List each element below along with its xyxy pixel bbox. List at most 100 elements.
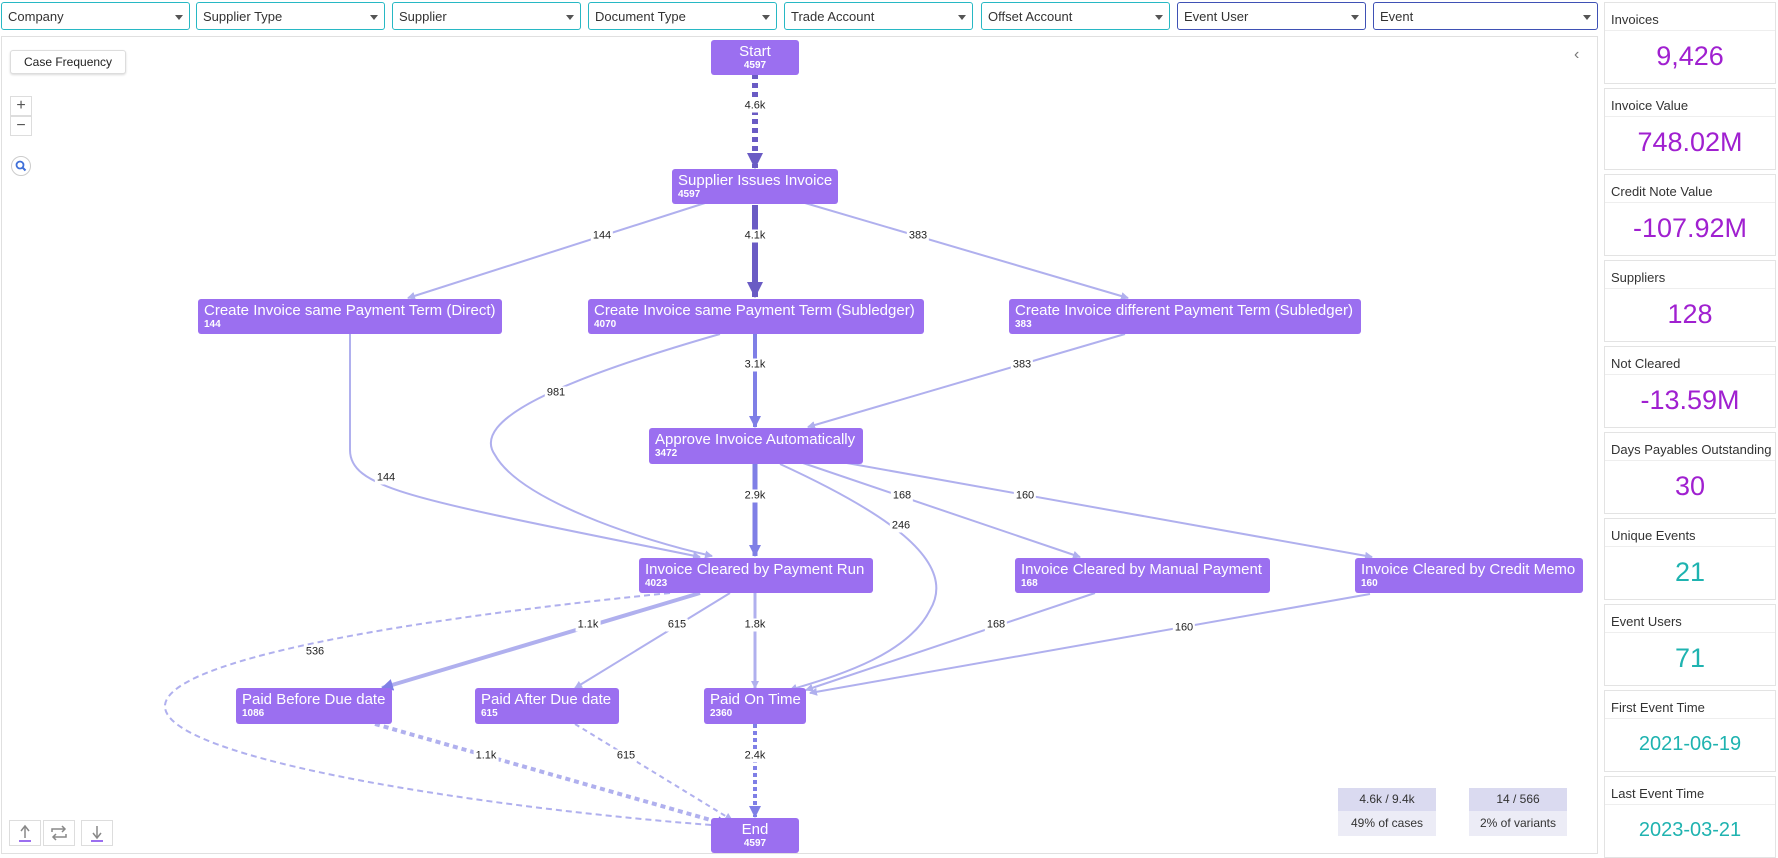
kpi-value: 2021-06-19	[1638, 733, 1742, 755]
edge-approve-paid-on-time	[779, 463, 938, 692]
edge-create-same-cleared-run	[489, 333, 721, 559]
edge-label: 160	[1013, 489, 1037, 503]
node-label: Paid After Due date	[481, 691, 612, 708]
filter-label: Supplier Type	[203, 9, 283, 24]
caret-down-icon	[1583, 15, 1591, 20]
layout-bottom-button[interactable]	[81, 820, 113, 846]
edge-approve-cleared-manual	[799, 461, 1081, 559]
edge-label: 1.1k	[473, 749, 499, 763]
filter-label: Trade Account	[791, 9, 875, 24]
repeat-icon	[51, 825, 67, 841]
node-create-invoice-direct[interactable]: Create Invoice same Payment Term (Direct…	[198, 299, 502, 334]
kpi-value: 30	[1674, 471, 1706, 501]
filter-supplier[interactable]: Supplier	[392, 2, 581, 30]
node-label: End	[741, 821, 769, 838]
node-create-invoice-same-subledger[interactable]: Create Invoice same Payment Term (Subled…	[588, 299, 924, 334]
edge-supplier-create-diff	[804, 202, 1129, 300]
caret-down-icon	[566, 15, 574, 20]
filter-label: Offset Account	[988, 9, 1073, 24]
edge-label: 4.6k	[742, 99, 768, 113]
collapse-panel-button[interactable]: ‹	[1574, 46, 1580, 63]
node-label: Invoice Cleared by Manual Payment	[1021, 561, 1262, 578]
zoom-out-button[interactable]: −	[10, 116, 32, 136]
kpi-value: -107.92M	[1632, 213, 1748, 243]
filter-offset-account[interactable]: Offset Account	[981, 2, 1170, 30]
kpi-label: Not Cleared	[1605, 347, 1775, 375]
edge-label: 981	[544, 386, 568, 400]
edge-label: 383	[1010, 358, 1034, 372]
edge-label: 383	[906, 229, 930, 243]
node-count: 2360	[710, 708, 733, 719]
search-icon	[15, 160, 27, 172]
variants-ratio: 14 / 566	[1469, 788, 1567, 811]
node-label: Approve Invoice Automatically	[655, 431, 856, 448]
edge-label: 160	[1172, 621, 1196, 635]
layout-swap-button[interactable]	[43, 820, 75, 846]
filter-document-type[interactable]: Document Type	[588, 2, 777, 30]
caret-down-icon	[1155, 15, 1163, 20]
kpi-value: 128	[1667, 299, 1713, 329]
arrow-up-icon	[19, 824, 31, 842]
node-label: Invoice Cleared by Payment Run	[645, 561, 865, 578]
filter-event-user[interactable]: Event User	[1177, 2, 1366, 30]
zoom-in-button[interactable]: +	[10, 96, 32, 116]
node-label: Start	[739, 43, 771, 60]
filter-trade-account[interactable]: Trade Account	[784, 2, 973, 30]
edge-label: 168	[890, 489, 914, 503]
edge-paid-after-end	[574, 723, 733, 821]
kpi-label: Event Users	[1605, 605, 1775, 633]
kpi-first-event-time: First Event Time 2021-06-19	[1604, 690, 1776, 772]
kpi-value: 9,426	[1656, 41, 1724, 71]
kpi-label: First Event Time	[1605, 691, 1775, 719]
kpi-label: Last Event Time	[1605, 777, 1775, 805]
cases-ratio: 4.6k / 9.4k	[1338, 788, 1436, 811]
edge-label: 536	[303, 645, 327, 659]
filter-company[interactable]: Company	[1, 2, 190, 30]
search-button[interactable]	[11, 156, 31, 176]
edge-label: 2.4k	[742, 749, 768, 763]
edge-cleared-run-paid-before	[381, 591, 701, 691]
case-frequency-button[interactable]: Case Frequency	[10, 50, 127, 74]
node-create-invoice-different-subledger[interactable]: Create Invoice different Payment Term (S…	[1009, 299, 1361, 334]
node-count: 3472	[655, 448, 678, 459]
process-map-canvas[interactable]	[1, 36, 1598, 854]
node-count: 4597	[743, 838, 767, 849]
edge-label: 3.1k	[742, 358, 768, 372]
filter-supplier-type[interactable]: Supplier Type	[196, 2, 385, 30]
filter-label: Document Type	[595, 9, 686, 24]
arrow-down-icon	[91, 826, 103, 842]
edge-label: 1.1k	[575, 618, 601, 632]
node-count: 168	[1021, 578, 1038, 589]
node-label: Supplier Issues Invoice	[678, 172, 833, 189]
node-label: Create Invoice different Payment Term (S…	[1015, 302, 1353, 319]
edge-paid-before-end	[374, 722, 729, 828]
filter-label: Event User	[1184, 9, 1249, 24]
kpi-value: 748.02M	[1637, 127, 1743, 157]
caret-down-icon	[175, 15, 183, 20]
filter-event[interactable]: Event	[1373, 2, 1598, 30]
edge-label: 168	[984, 618, 1008, 632]
layout-top-button[interactable]	[9, 820, 41, 846]
edge-supplier-create-direct	[407, 202, 706, 300]
kpi-credit-note-value: Credit Note Value-107.92M	[1604, 174, 1776, 256]
node-count: 4597	[678, 189, 701, 200]
node-label: Create Invoice same Payment Term (Subled…	[594, 302, 915, 319]
edge-label: 144	[590, 229, 614, 243]
cases-percent: 49% of cases	[1338, 811, 1436, 836]
process-flow-edges	[163, 74, 1373, 830]
